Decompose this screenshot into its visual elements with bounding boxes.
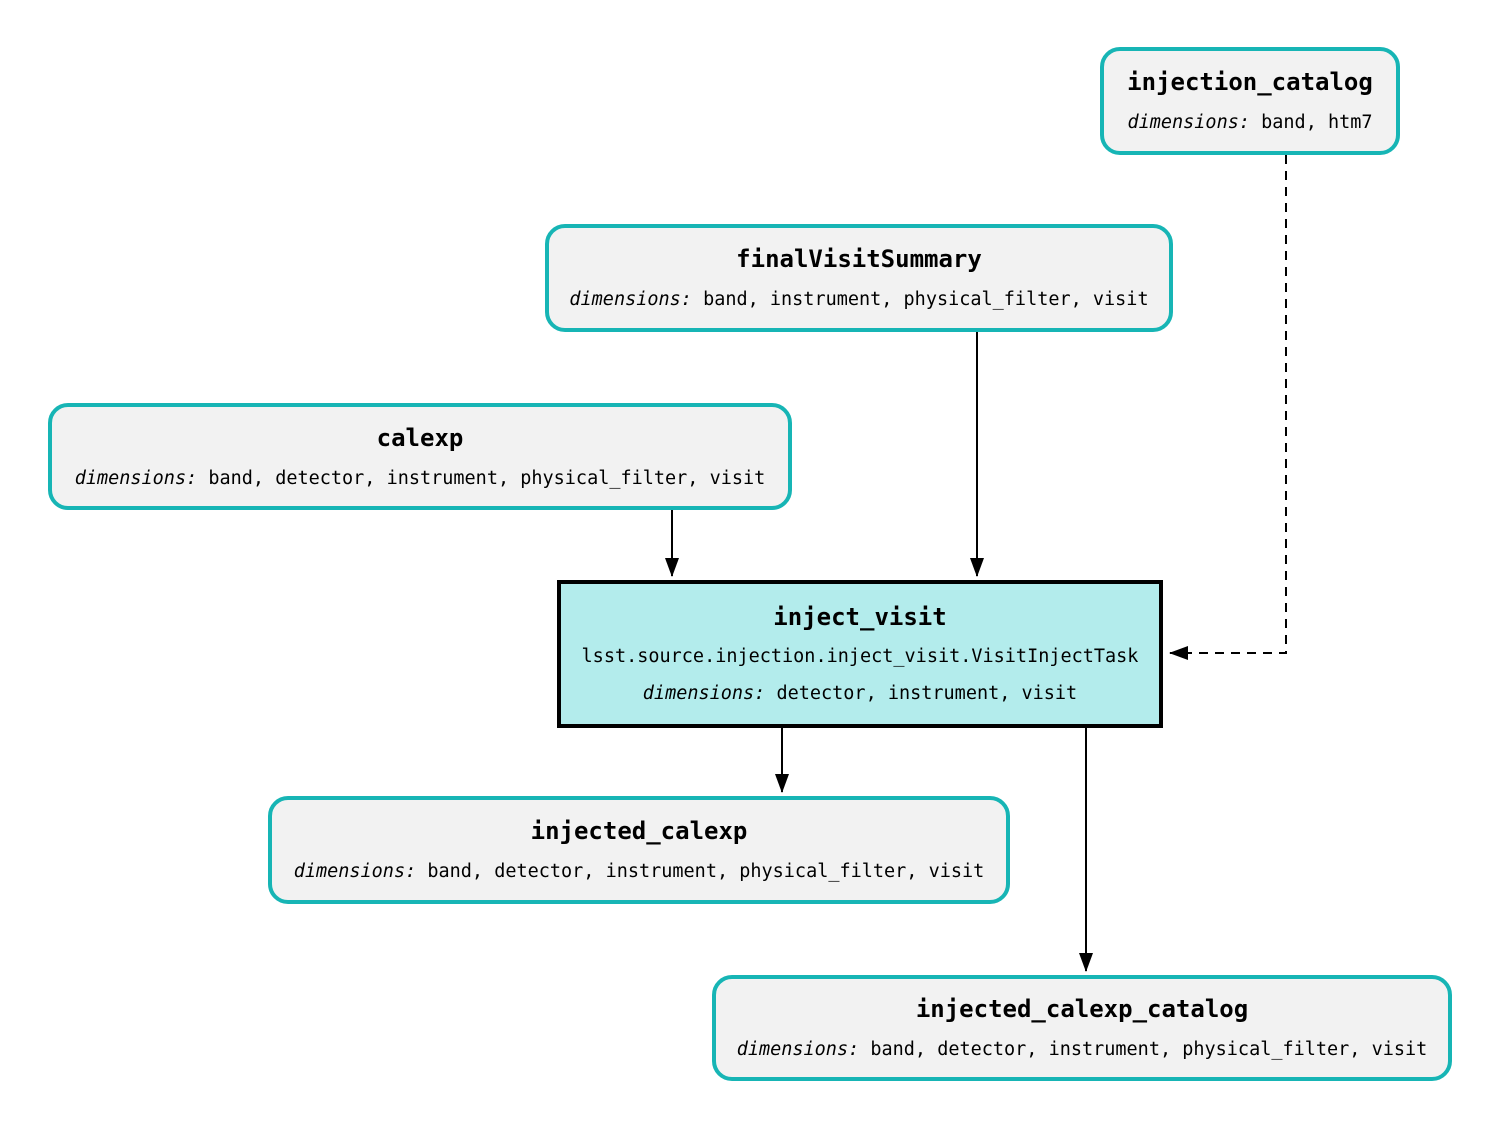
node-injected-calexp: injected_calexp dimensions: band, detect… — [268, 796, 1010, 904]
node-injected-calexp-catalog: injected_calexp_catalog dimensions: band… — [712, 975, 1452, 1081]
dimensions-label: dimensions: — [1127, 112, 1250, 133]
node-title: injected_calexp_catalog — [915, 995, 1249, 1023]
dimensions-value: band, htm7 — [1261, 112, 1373, 133]
node-dimensions: dimensions: band, detector, instrument, … — [737, 1038, 1428, 1062]
dimensions-value: band, detector, instrument, physical_fil… — [427, 861, 985, 882]
node-calexp: calexp dimensions: band, detector, instr… — [48, 403, 792, 510]
dimensions-label: dimensions: — [642, 683, 766, 704]
node-title: injection_catalog — [1127, 68, 1373, 96]
node-dimensions: dimensions: band, detector, instrument, … — [75, 467, 766, 491]
node-title: inject_visit — [773, 603, 947, 631]
node-injection-catalog: injection_catalog dimensions: band, htm7 — [1100, 47, 1400, 155]
node-dimensions: dimensions: detector, instrument, visit — [643, 682, 1077, 706]
dimensions-value: band, detector, instrument, physical_fil… — [208, 467, 766, 489]
dimensions-label: dimensions: — [74, 467, 198, 489]
node-dimensions: dimensions: band, instrument, physical_f… — [569, 288, 1148, 312]
node-dimensions: dimensions: band, detector, instrument, … — [294, 860, 985, 884]
node-finalvisitsummary: finalVisitSummary dimensions: band, inst… — [545, 224, 1173, 332]
node-title: calexp — [376, 423, 464, 452]
dimensions-value: band, detector, instrument, physical_fil… — [870, 1039, 1428, 1060]
task-class-path: lsst.source.injection.inject_visit.Visit… — [581, 646, 1139, 667]
edge-injection-catalog-to-inject-visit-dashed — [1169, 155, 1287, 660]
dimensions-value: band, instrument, physical_filter, visit — [703, 289, 1149, 310]
dimensions-label: dimensions: — [569, 289, 692, 310]
node-dimensions: dimensions: band, htm7 — [1127, 111, 1372, 135]
dimensions-label: dimensions: — [736, 1039, 860, 1060]
node-inject-visit-task: inject_visit lsst.source.injection.injec… — [557, 580, 1163, 728]
dimensions-label: dimensions: — [293, 861, 417, 882]
dimensions-value: detector, instrument, visit — [776, 683, 1078, 704]
node-title: finalVisitSummary — [736, 245, 982, 273]
node-title: injected_calexp — [530, 817, 748, 845]
